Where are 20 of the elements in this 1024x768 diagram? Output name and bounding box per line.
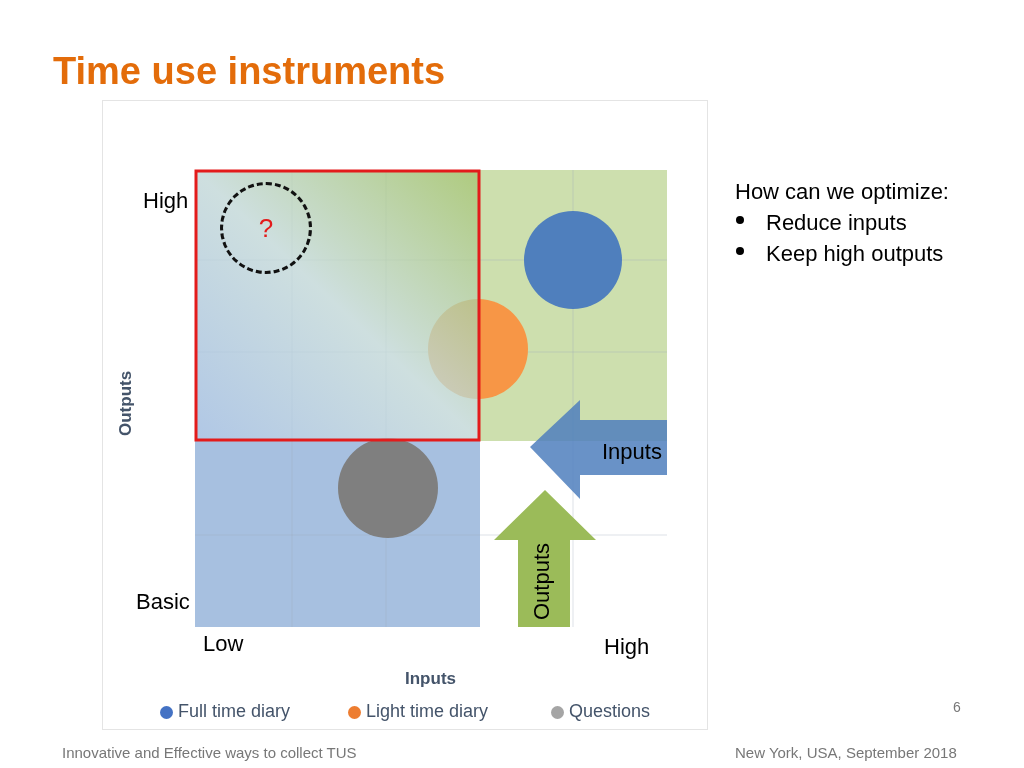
axis-title: Inputs: [405, 670, 456, 687]
arrow-label: Inputs: [602, 441, 662, 463]
arrow-label: Outputs: [531, 542, 553, 620]
legend-label: Light time diary: [366, 702, 489, 720]
bullet-text: Keep high outputs: [766, 243, 944, 265]
page-number: 6: [953, 700, 961, 714]
footer-text: New York, USA, September 2018: [735, 745, 957, 760]
axis-level-label: Basic: [136, 591, 190, 613]
slide-title: Time use instruments: [53, 52, 446, 90]
footer-text: Innovative and Effective ways to collect TUS: [62, 745, 357, 760]
axis-level-label: High: [143, 190, 189, 212]
axis-level-label: High: [604, 636, 650, 658]
question-mark: ?: [258, 215, 274, 241]
legend-label: Questions: [569, 702, 651, 720]
dashed-circle: [220, 182, 312, 274]
bullet-text: Reduce inputs: [766, 212, 907, 234]
question-text: How can we optimize:: [735, 181, 949, 203]
legend-label: Full time diary: [178, 702, 291, 720]
axis-level-label: Low: [203, 633, 244, 655]
axis-title: Outputs: [117, 370, 134, 436]
